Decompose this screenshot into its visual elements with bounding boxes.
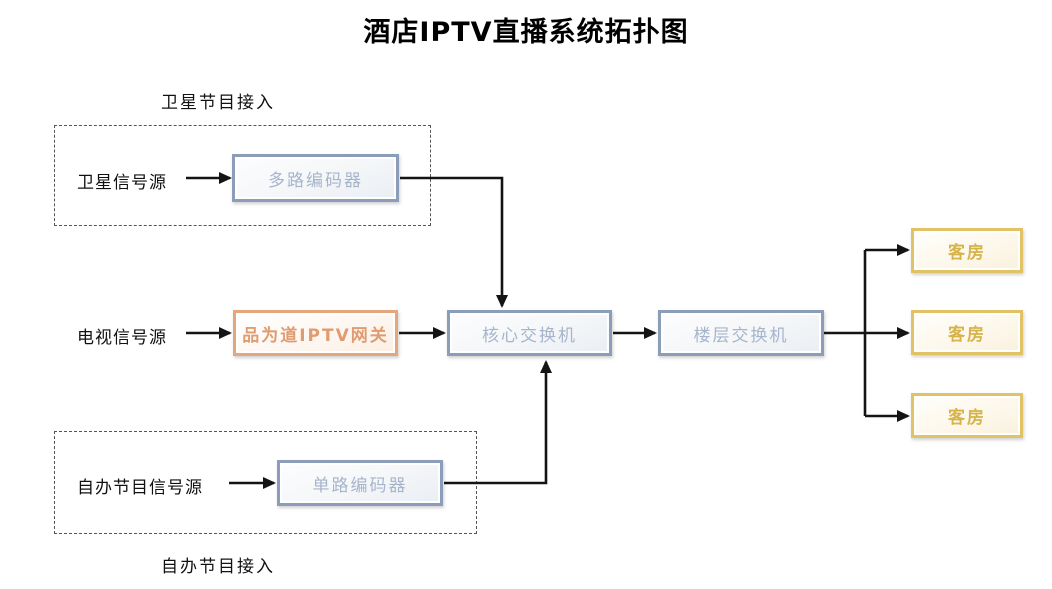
node-core-switch: 核心交换机 [447,310,612,356]
label-self-program-signal-source: 自办节目信号源 [77,478,203,498]
node-single-encoder: 单路编码器 [277,460,443,506]
node-guest-room-1: 客房 [911,228,1023,273]
node-guest-room-2: 客房 [911,310,1023,355]
node-guest-room-3: 客房 [911,393,1023,438]
node-multi-encoder: 多路编码器 [232,154,399,202]
label-satellite-signal-source: 卫星信号源 [77,173,167,193]
group-box-satellite-access [54,125,431,226]
group-label-satellite-access: 卫星节目接入 [161,93,275,113]
diagram-title: 酒店IPTV直播系统拓扑图 [363,17,689,48]
label-tv-signal-source: 电视信号源 [77,328,167,348]
node-floor-switch: 楼层交换机 [658,310,824,356]
node-iptv-gateway: 品为道IPTV网关 [233,310,398,356]
group-label-self-program-access: 自办节目接入 [161,557,275,577]
